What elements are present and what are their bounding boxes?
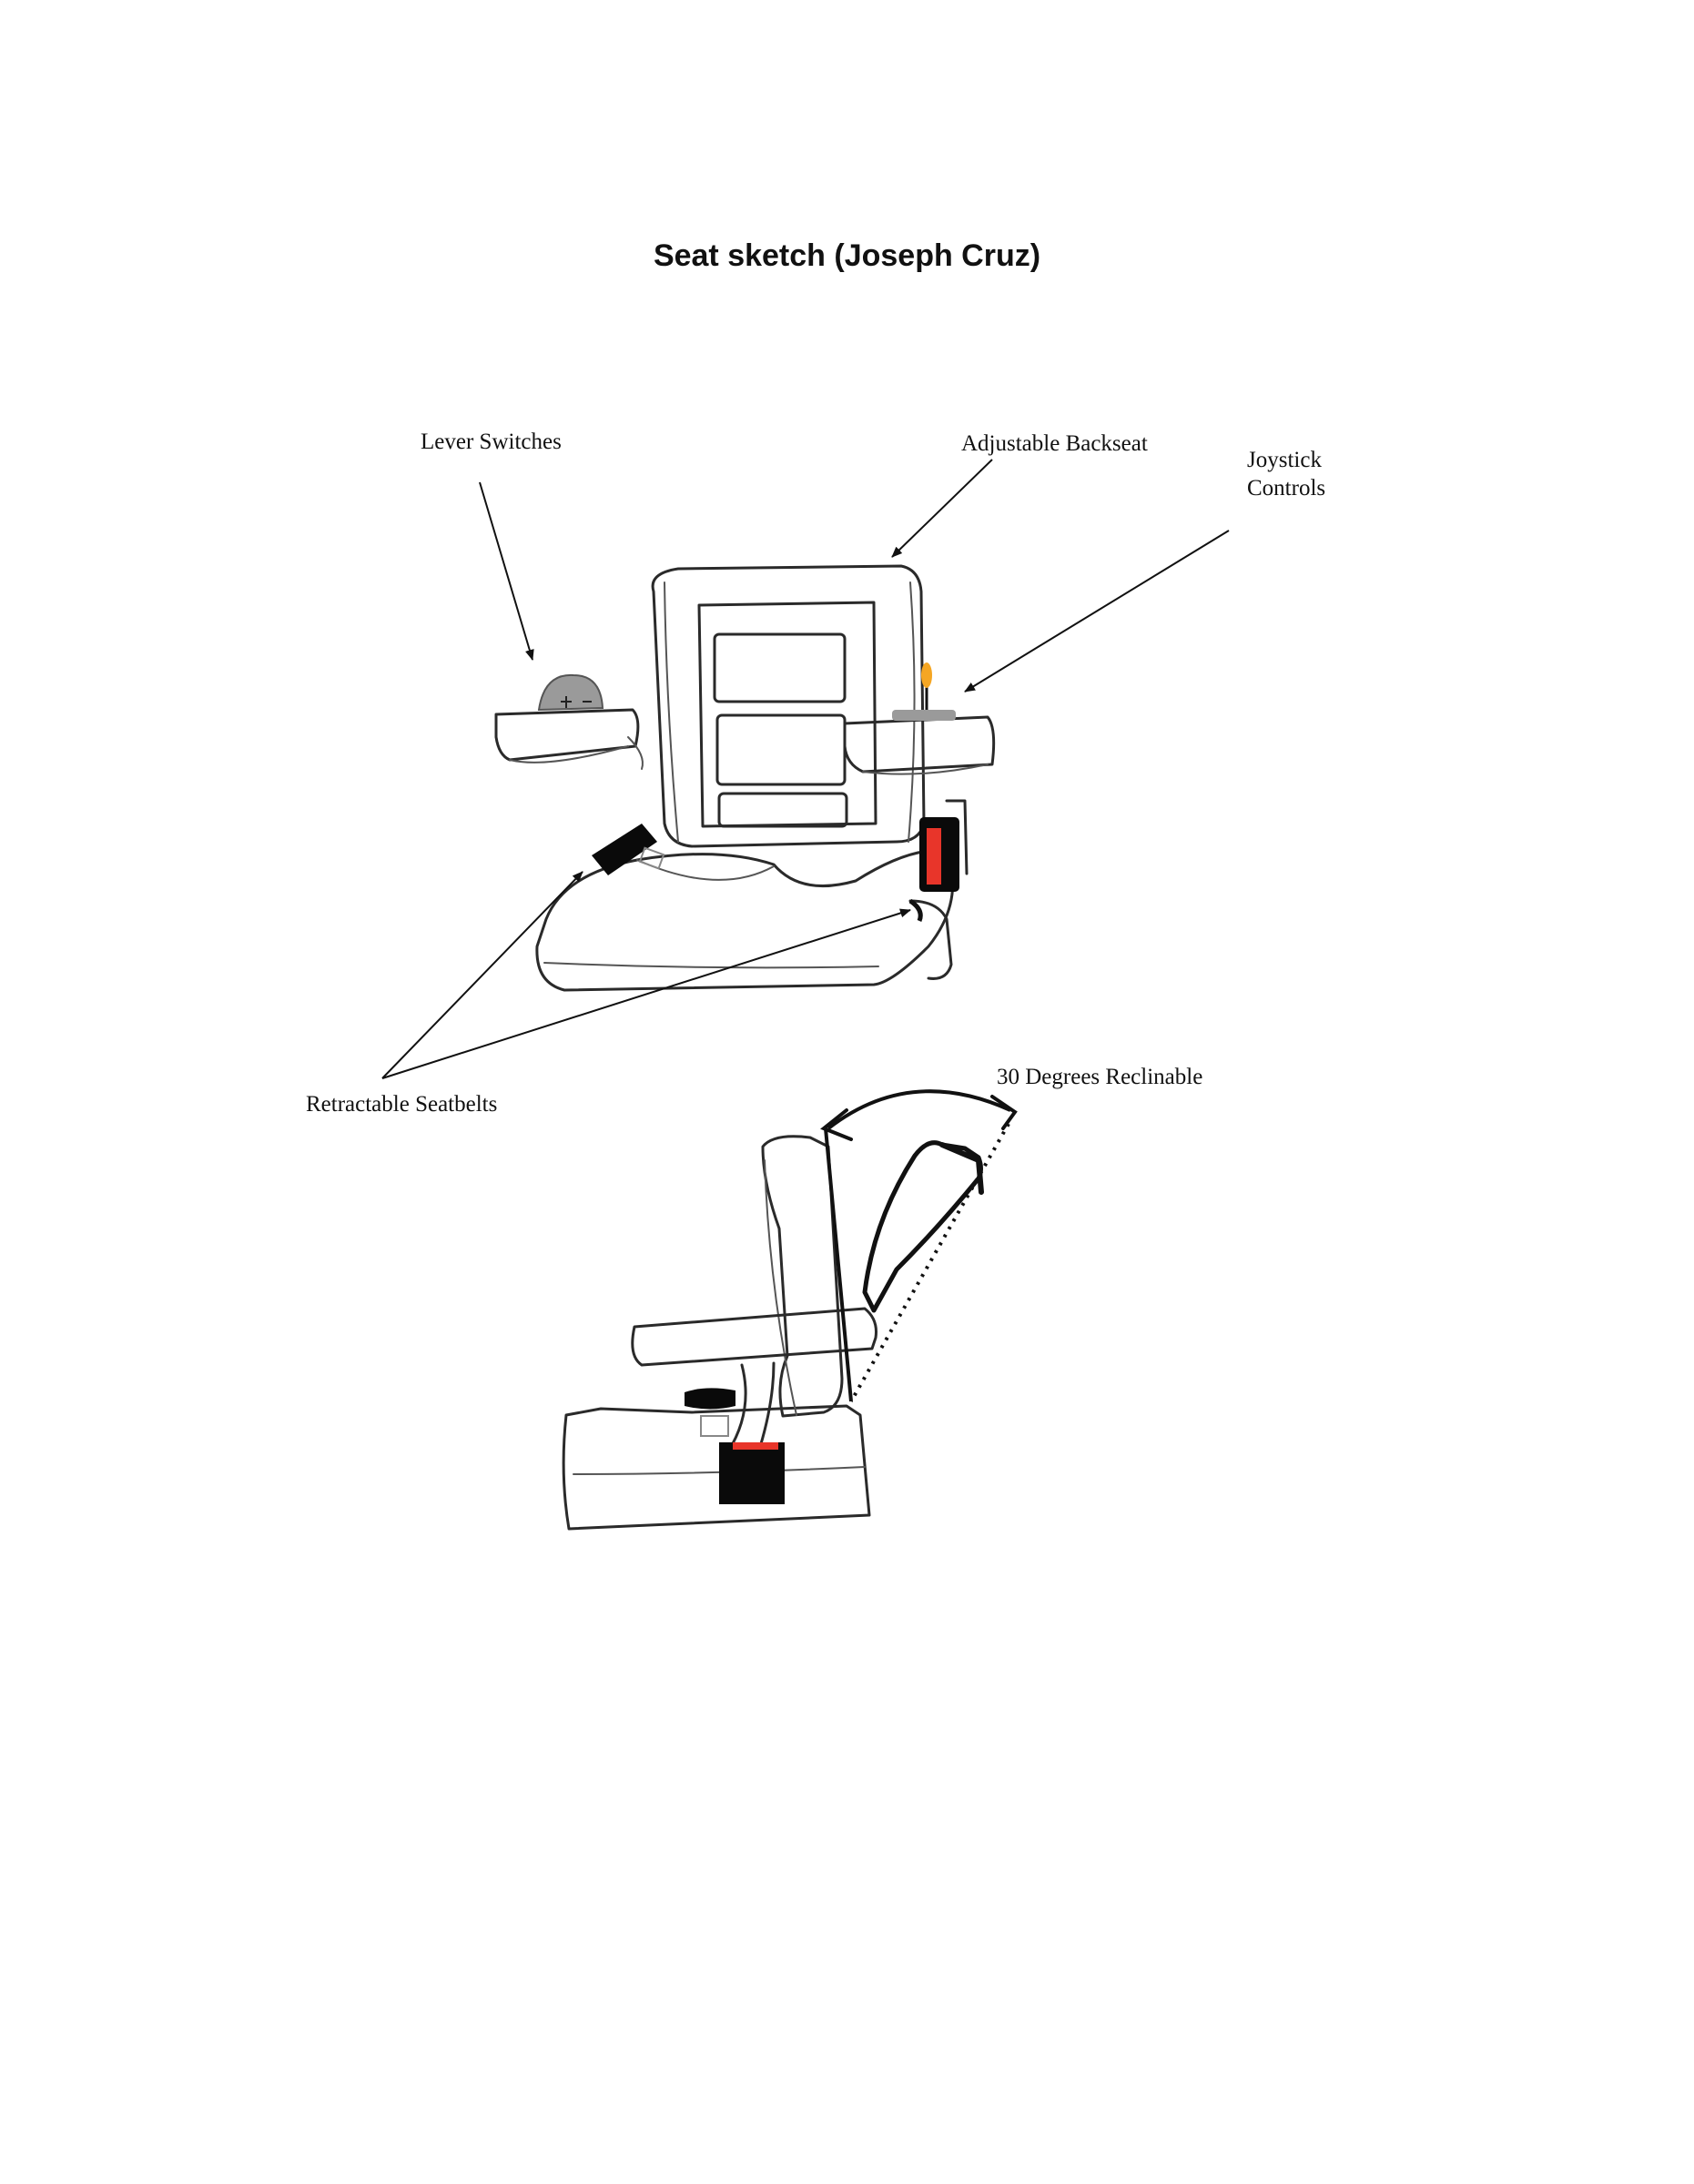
label-lever-switches: Lever Switches [421,430,562,454]
label-joystick-controls: Joystick Controls [1247,446,1325,502]
label-retractable-seatbelts: Retractable Seatbelts [306,1092,498,1117]
front-left-armrest [494,708,640,762]
recline-arc [827,1089,1011,1130]
side-seatbelt-top-icon [685,1388,735,1410]
side-view-seat [562,1089,1018,1531]
label-joystick-line2: Controls [1247,476,1326,500]
backrest-pad-middle [715,713,847,786]
front-backrest [651,564,926,848]
front-right-armrest [843,715,996,774]
label-adjustable-backseat: Adjustable Backseat [961,431,1148,456]
side-armrest [631,1307,877,1367]
joystick-base-icon [892,710,956,721]
side-backrest [761,1135,844,1418]
lever-switch-icon [537,673,604,712]
arrow-seatbelt-left [381,871,583,1079]
side-seatbelt-buckle-icon [719,1442,785,1504]
recline-angle-line [849,1123,1010,1402]
front-backrest-panel [697,601,877,828]
arrow-lever-switches [479,481,534,661]
left-seatbelt-buckle-icon [592,824,657,875]
front-seat-cushion [535,848,955,992]
arrow-joystick-controls [964,530,1230,693]
recline-upright-line [824,1127,853,1402]
backrest-pad-bottom [717,792,848,828]
arrow-seatbelt-right [381,908,911,1079]
arrow-adjustable-backseat [891,459,993,558]
page-title: Seat sketch (Joseph Cruz) [653,238,1041,273]
label-joystick-line1: Joystick [1247,448,1322,472]
backrest-pad-top [713,632,847,703]
joystick-icon [921,662,932,688]
side-seat-base [562,1404,871,1531]
side-reclined-backrest [862,1140,983,1313]
front-view-seat [494,564,996,992]
label-recline-angle: 30 Degrees Reclinable [997,1065,1203,1089]
